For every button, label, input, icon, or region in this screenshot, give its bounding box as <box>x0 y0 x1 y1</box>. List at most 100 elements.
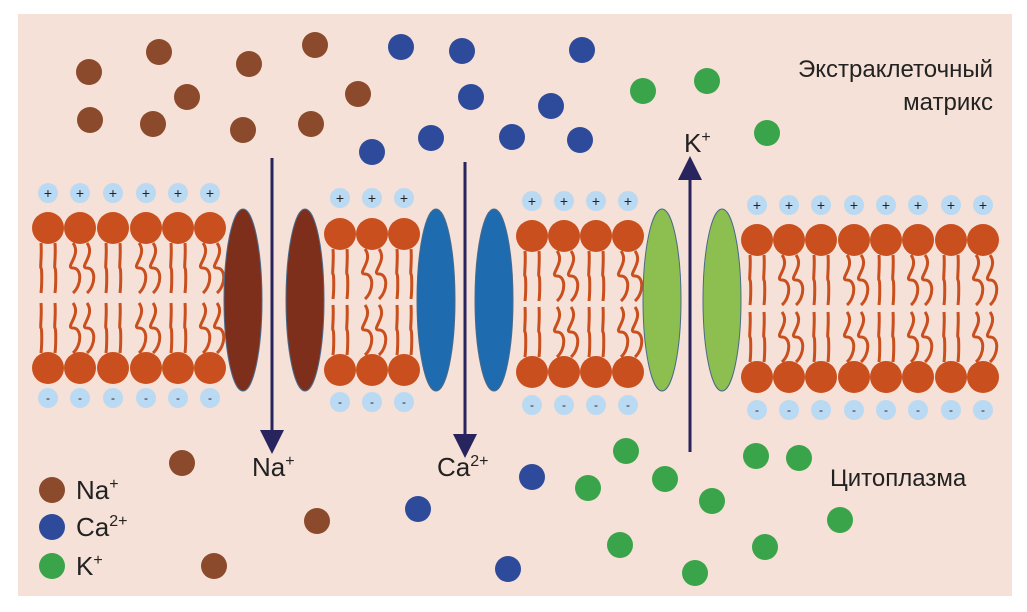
ca-ion <box>359 139 385 165</box>
ca-ion <box>569 37 595 63</box>
na-ion <box>345 81 371 107</box>
lipid-tail <box>630 250 644 303</box>
legend-na-marker <box>39 477 65 503</box>
lipid-tail <box>791 254 805 307</box>
plus-sign: + <box>624 193 632 209</box>
ca-channel <box>474 208 514 392</box>
lipid-tail <box>856 254 870 307</box>
lipid-tail <box>82 302 96 355</box>
lipid-tail <box>877 254 882 306</box>
lipid-tail <box>971 254 985 307</box>
lipid-tail <box>791 311 805 364</box>
k-ion <box>752 534 778 560</box>
lipid-tail <box>68 302 82 355</box>
ca-ion <box>388 34 414 60</box>
negative-charge <box>747 400 767 420</box>
lipid-tail <box>956 254 961 306</box>
positive-charge <box>522 191 542 211</box>
lipid-tail <box>956 311 961 363</box>
ca-ion <box>405 496 431 522</box>
lipid-tail <box>877 311 882 363</box>
positive-charge <box>973 195 993 215</box>
negative-charge <box>136 388 156 408</box>
lipid-tail <box>587 250 592 302</box>
na-ion <box>230 117 256 143</box>
k-ion <box>694 68 720 94</box>
lipid-tail <box>777 311 791 364</box>
lipid-tail <box>762 254 767 306</box>
negative-charge <box>586 395 606 415</box>
lipid-tail <box>762 311 767 363</box>
positive-charge <box>779 195 799 215</box>
lipid-tail <box>198 302 212 355</box>
lipid-tail <box>345 248 350 300</box>
positive-charge <box>747 195 767 215</box>
minus-sign: - <box>176 391 180 405</box>
lipid-tail <box>331 248 336 300</box>
lipid-head <box>935 224 967 256</box>
positive-charge <box>136 183 156 203</box>
ca-ion <box>458 84 484 110</box>
lipid-head <box>805 361 837 393</box>
plus-sign: + <box>850 197 858 213</box>
lipid-head <box>967 361 999 393</box>
extracellular-label: Экстраклеточный <box>798 56 993 83</box>
lipid-tail <box>920 254 934 307</box>
lipid-tail <box>537 306 542 358</box>
lipid-tail <box>360 304 374 357</box>
positive-charge <box>811 195 831 215</box>
lipid-head <box>388 354 420 386</box>
lipid-head <box>356 354 388 386</box>
negative-charge <box>103 388 123 408</box>
minus-sign: - <box>819 403 823 417</box>
lipid-head <box>935 361 967 393</box>
minus-sign: - <box>111 391 115 405</box>
minus-sign: - <box>884 403 888 417</box>
minus-sign: - <box>338 395 342 409</box>
lipid-tail <box>812 254 817 306</box>
lipid-head <box>580 356 612 388</box>
k-channel <box>642 208 682 392</box>
lipid-tail <box>118 242 123 294</box>
lipid-tail <box>748 254 753 306</box>
lipid-tail <box>53 302 58 354</box>
na-channel <box>223 208 263 392</box>
na-ion <box>76 59 102 85</box>
lipid-tail <box>826 254 831 306</box>
lipid-tail <box>748 311 753 363</box>
lipid-head <box>580 220 612 252</box>
lipid-tail <box>906 311 920 364</box>
legend-na-label: Na+ <box>76 475 119 505</box>
lipid-tail <box>616 250 630 303</box>
na-ion <box>201 553 227 579</box>
lipid-tail <box>891 254 896 306</box>
lipid-tail <box>942 254 947 306</box>
lipid-head <box>194 352 226 384</box>
minus-sign: - <box>402 395 406 409</box>
na-ion <box>169 450 195 476</box>
lipid-tail <box>985 254 999 307</box>
lipid-tail <box>374 304 388 357</box>
lipid-tail <box>68 242 82 295</box>
minus-sign: - <box>787 403 791 417</box>
lipid-head <box>741 224 773 256</box>
plus-sign: + <box>914 197 922 213</box>
na-ion <box>236 51 262 77</box>
lipid-head <box>612 356 644 388</box>
k-ion <box>786 445 812 471</box>
negative-charge <box>973 400 993 420</box>
lipid-tail <box>812 311 817 363</box>
lipid-tail <box>53 242 58 294</box>
lipid-tail <box>345 304 350 356</box>
plus-sign: + <box>560 193 568 209</box>
lipid-tail <box>183 242 188 294</box>
lipid-head <box>805 224 837 256</box>
lipid-head <box>516 220 548 252</box>
plus-sign: + <box>979 197 987 213</box>
lipid-head <box>194 212 226 244</box>
minus-sign: - <box>46 391 50 405</box>
minus-sign: - <box>562 398 566 412</box>
plus-sign: + <box>400 190 408 206</box>
na-channel <box>285 208 325 392</box>
